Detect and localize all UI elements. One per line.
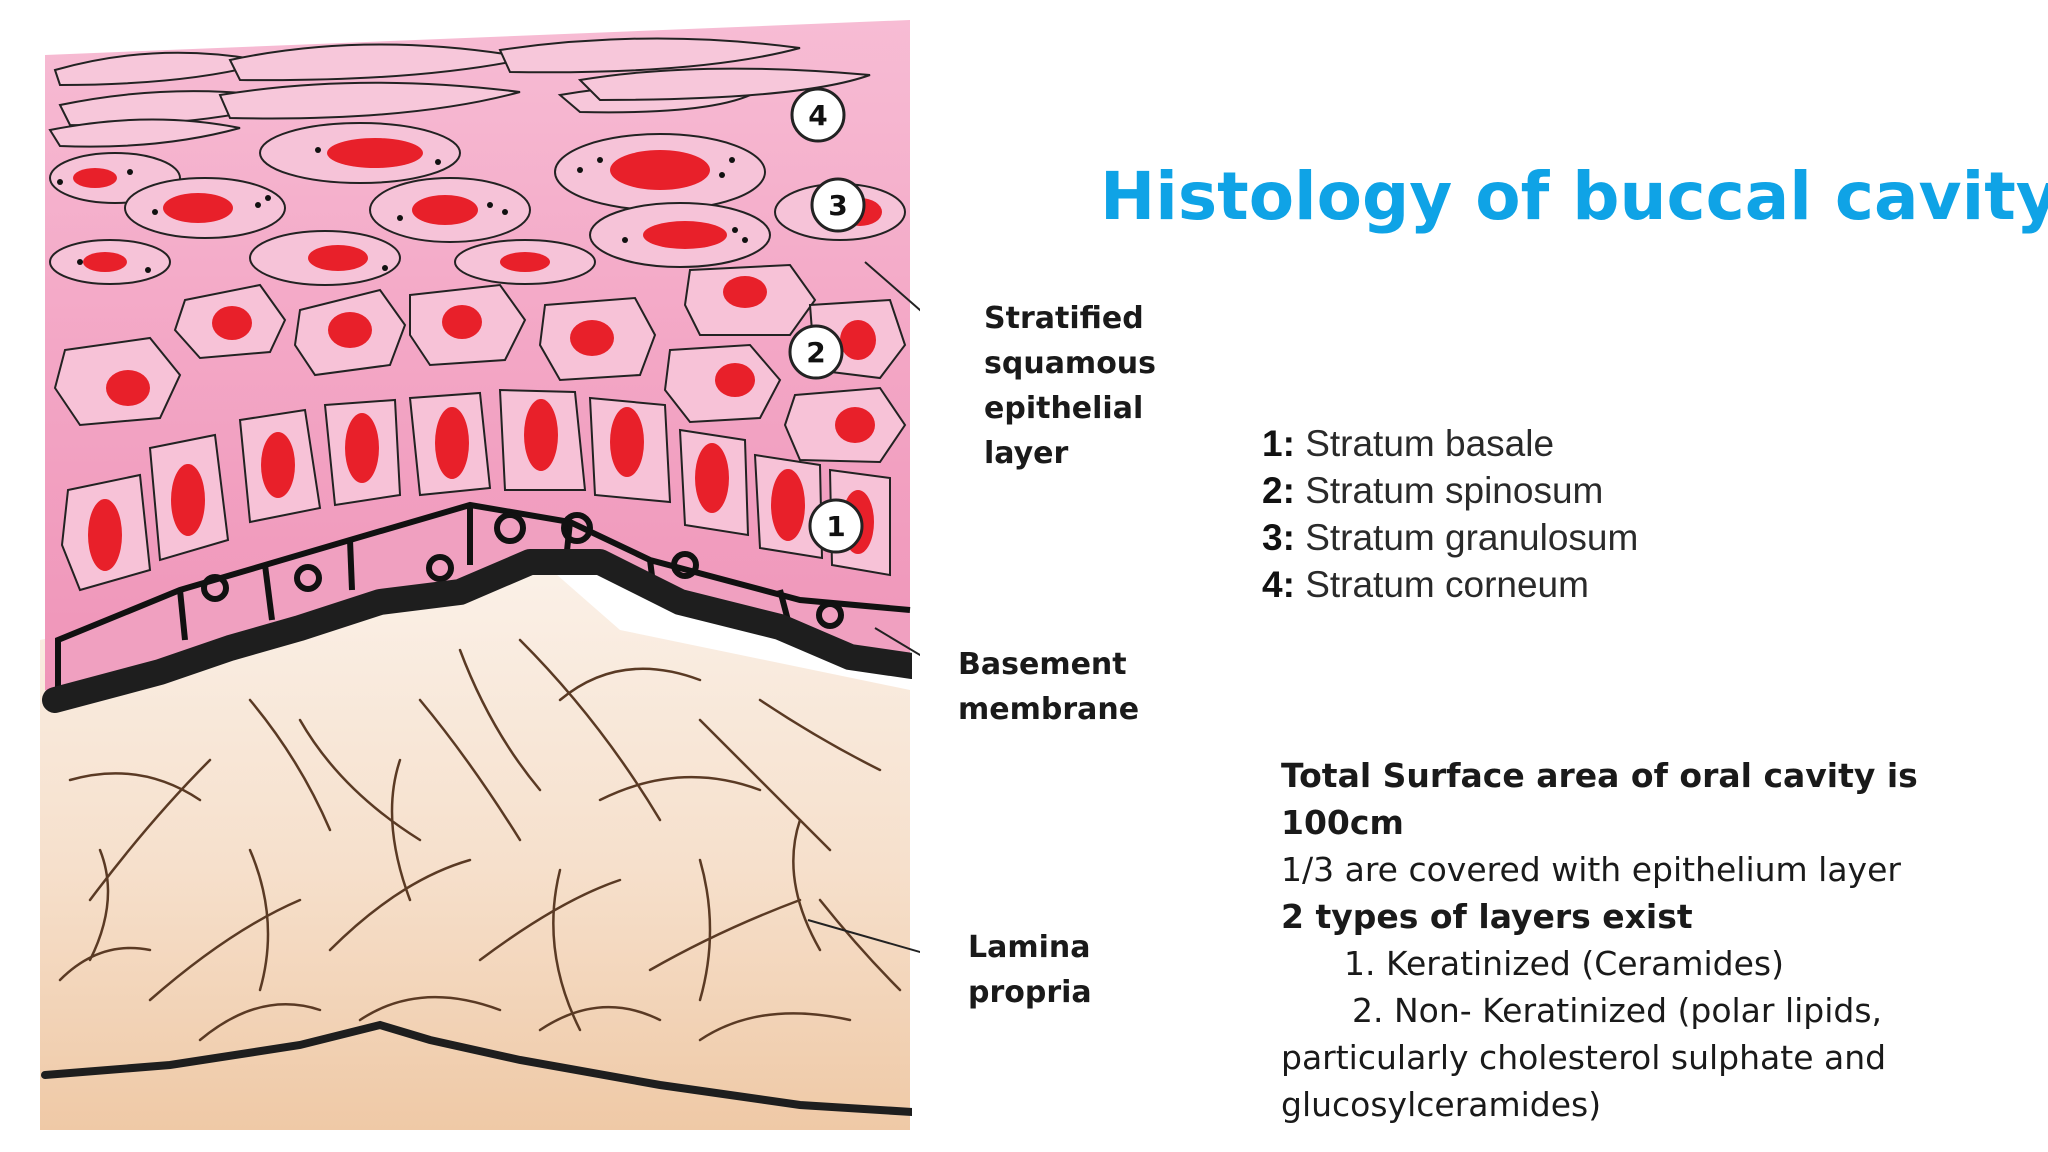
layers-list: 1: Stratum basale 2: Stratum spinosum 3:…	[1262, 420, 1638, 608]
layer-types-heading: 2 types of layers exist	[1281, 897, 1693, 936]
histology-diagram: 4 3 2 1	[40, 0, 920, 1152]
leader-lines	[807, 261, 920, 954]
diagram-right-margin	[912, 0, 920, 1152]
marker-3: 3	[810, 177, 866, 233]
label-epithelium-line: Stratified	[984, 301, 1144, 336]
granulosum-nuclei	[73, 138, 882, 272]
label-epithelium-line: epithelial	[984, 391, 1144, 426]
marker-1: 1	[808, 498, 864, 554]
lamina-propria-region	[40, 540, 910, 1130]
layer-name: Stratum granulosum	[1305, 517, 1639, 558]
basement-membrane	[42, 549, 920, 713]
layer-number: 1:	[1262, 423, 1295, 464]
label-basement-line: membrane	[958, 692, 1140, 727]
info-block: Total Surface area of oral cavity is 100…	[1281, 752, 2041, 1128]
label-lamina-line: Lamina	[968, 930, 1091, 965]
coverage-text: 1/3 are covered with epithelium layer	[1281, 850, 1901, 889]
non-keratinized-continued: glucosylceramides)	[1281, 1085, 1602, 1124]
surface-area-text: Total Surface area of oral cavity is 100…	[1281, 756, 1918, 842]
marker-2: 2	[788, 324, 844, 380]
label-basement-line: Basement	[958, 647, 1127, 682]
layer-number: 4:	[1262, 564, 1295, 605]
basal-cells	[60, 388, 891, 592]
basal-row-outline	[60, 500, 910, 700]
svg-text:3: 3	[828, 189, 847, 222]
svg-text:4: 4	[808, 99, 827, 132]
non-keratinized-item: 2. Non- Keratinized (polar lipids,	[1352, 991, 1883, 1030]
layer-item: 3: Stratum granulosum	[1262, 514, 1638, 561]
layer-name: Stratum spinosum	[1305, 470, 1604, 511]
label-lamina-line: propria	[968, 975, 1092, 1010]
label-epithelium-line: squamous	[984, 346, 1157, 381]
non-keratinized-continued: particularly cholesterol sulphate and	[1281, 1038, 1887, 1077]
spinosum-nuclei	[106, 276, 876, 443]
label-epithelium-line: layer	[984, 436, 1069, 471]
layer-number: 2:	[1262, 470, 1295, 511]
layer-name: Stratum basale	[1305, 423, 1555, 464]
layer-item: 4: Stratum corneum	[1262, 561, 1638, 608]
svg-text:1: 1	[826, 510, 845, 543]
connective-fibers	[58, 638, 902, 1042]
cuboidal-nuclei	[201, 512, 844, 629]
layer-item: 2: Stratum spinosum	[1262, 467, 1638, 514]
slide-title: Histology of buccal cavity	[1100, 158, 2048, 235]
svg-text:2: 2	[806, 336, 825, 369]
layer-name: Stratum corneum	[1305, 564, 1589, 605]
layer-item: 1: Stratum basale	[1262, 420, 1638, 467]
lamina-lower-boundary	[41, 1020, 916, 1116]
label-basement-membrane: Basement membrane	[958, 642, 1139, 732]
keratinized-item: 1. Keratinized (Ceramides)	[1344, 944, 1784, 983]
label-epithelium: Stratified squamous epithelial layer	[984, 296, 1156, 476]
marker-4: 4	[790, 87, 846, 143]
corneum-cells	[48, 37, 871, 148]
granules	[57, 147, 748, 273]
label-lamina-propria: Lamina propria	[968, 925, 1092, 1015]
granulosum-cells	[49, 122, 906, 286]
layer-number: 3:	[1262, 517, 1295, 558]
basal-nuclei	[88, 399, 874, 571]
